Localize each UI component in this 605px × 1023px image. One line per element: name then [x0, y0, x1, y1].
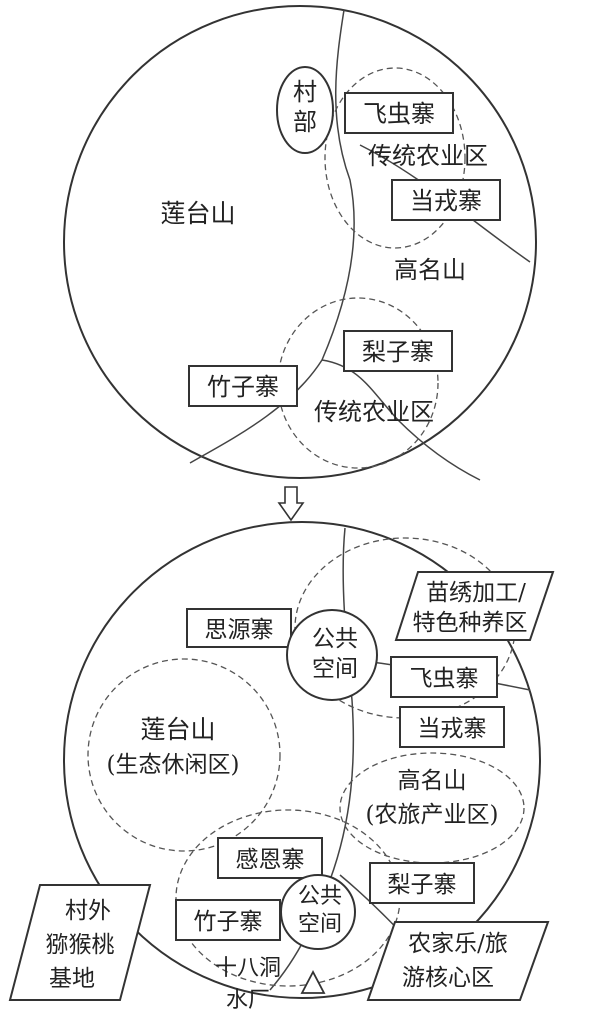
before-feichongzhai-label: 飞虫寨: [363, 100, 435, 128]
kiwi-base-label-1: 村外: [65, 898, 111, 924]
public-space-2-label-1: 公共: [298, 884, 342, 909]
miaoxiu-area-label-2: 特色种养区: [413, 610, 528, 636]
before-feichongzhai-box: [344, 92, 454, 134]
after-lizizhai-box: [369, 862, 475, 904]
after-gaomingshan-zone: [339, 752, 525, 864]
after-lianaishan-label-1: 莲台山: [140, 715, 215, 744]
after-lizizhai-label: 梨子寨: [388, 872, 457, 898]
after-zhuzizhai-label: 竹子寨: [194, 909, 263, 935]
after-gaomingshan-label-2: (农旅产业区): [366, 802, 499, 828]
before-boundary-line-main: [189, 9, 355, 464]
before-zhuzizhai-label: 竹子寨: [207, 373, 279, 401]
before-traditional-farm-label-2: 传统农业区: [314, 398, 434, 426]
before-farm-zone-2: [277, 297, 439, 469]
after-lianaishan-zone: [87, 658, 281, 852]
after-dangrongzhai-label: 当戎寨: [418, 716, 487, 742]
after-siyuanzhai-box: [186, 608, 292, 648]
before-dangrongzhai-label: 当戎寨: [410, 187, 482, 215]
after-diagram: 苗绣加工/ 特色种养区 思源寨 公共 空间 飞虫寨 当戎寨 莲台山 (生态休闲区…: [8, 521, 555, 1013]
village-hq-label-1: 村: [293, 78, 317, 106]
kiwi-base-label-3: 基地: [49, 966, 95, 992]
after-boundary-circle: [63, 521, 541, 999]
after-feichongzhai-box: [390, 656, 498, 698]
kiwi-base-box: [8, 884, 152, 1001]
after-lianaishan-label-2: (生态休闲区): [107, 752, 240, 778]
before-farm-zone-1: [324, 67, 466, 249]
nongjiale-box: [366, 921, 550, 1001]
before-gaomingshan-label: 高名山: [394, 256, 466, 284]
after-gaomingshan-label-1: 高名山: [398, 768, 467, 794]
miaoxiu-area-box: [394, 571, 555, 641]
before-lizizhai-label: 梨子寨: [362, 338, 434, 366]
waterworks-label-2: 水厂: [226, 988, 270, 1013]
after-ganenzhai-box: [217, 837, 323, 879]
nongjiale-label-2: 游核心区: [402, 965, 494, 991]
public-space-1-circle: [286, 609, 378, 701]
village-hq-ellipse: [276, 66, 334, 154]
before-diagram: 村 部 莲台山 飞虫寨 传统农业区 当戎寨 高名山 梨子寨 竹子寨 传统农业区: [63, 5, 537, 481]
before-lizizhai-box: [343, 330, 453, 372]
after-siyuanzhai-label: 思源寨: [205, 617, 274, 643]
before-traditional-farm-label-1: 传统农业区: [368, 142, 488, 170]
public-space-1-label-1: 公共: [312, 626, 358, 652]
before-zhuzizhai-box: [188, 365, 298, 407]
miaoxiu-area-label-1: 苗绣加工/: [426, 580, 526, 606]
nongjiale-label-1: 农家乐/旅: [408, 931, 508, 957]
kiwi-base-label-2: 猕猴桃: [46, 932, 115, 958]
triangle-icon: [300, 970, 326, 994]
after-zhuzizhai-box: [175, 899, 281, 941]
public-space-2-label-2: 空间: [298, 912, 342, 937]
before-dangrongzhai-box: [391, 179, 501, 221]
village-hq-label-2: 部: [293, 108, 317, 136]
after-ganenzhai-label: 感恩寨: [236, 847, 305, 873]
after-dangrongzhai-box: [399, 706, 505, 748]
waterworks-label-1: 十八洞: [215, 956, 281, 981]
public-space-1-label-2: 空间: [312, 656, 358, 682]
before-boundary-circle: [63, 5, 537, 479]
before-lianaishan-label: 莲台山: [160, 199, 235, 228]
after-feichongzhai-label: 飞虫寨: [410, 666, 479, 692]
down-arrow-icon: [277, 486, 305, 522]
